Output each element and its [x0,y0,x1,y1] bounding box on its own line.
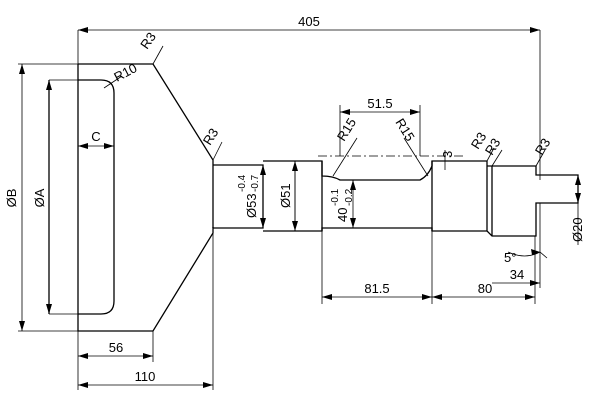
arrow-405-right [530,27,540,33]
label-dia-20: Ø20 [570,217,585,242]
flange-inner-pocket [78,79,115,315]
arrow-51-5-left [340,109,350,115]
arrow-dia-40-bottom [350,218,356,228]
arrow-angle [531,249,540,255]
label-radius-step-1: R3 [468,130,490,152]
arrow-81-5-left [322,294,332,300]
arrow-dia-a-bottom [46,304,52,314]
arrow-dia-53-top [260,165,266,175]
labels: 405 51.5 81.5 80 34 56 110 C 5° 3 ØB ØA … [4,14,585,384]
leader-flange-corner [152,45,164,65]
label-dia-b: ØB [4,189,19,208]
label-flange-to-neck: 110 [135,369,156,384]
label-dia-40: 40 [335,208,350,222]
leader-flange-inner [103,75,123,89]
label-dia-51: Ø51 [278,183,293,208]
leader-step-2 [491,149,503,167]
label-dia-40-lower: -0.2 [344,188,355,206]
label-dia-a: ØA [32,188,47,207]
label-radius-groove-left: R15 [334,115,359,143]
label-flange-width: 56 [109,340,123,355]
label-radius-end: R3 [532,136,554,158]
label-groove-to-step: 81.5 [364,281,389,296]
label-chamfer-c: C [91,129,100,144]
angle-leader-5deg [539,251,548,259]
arrow-56-left [78,353,88,359]
arrow-dia-51-top [292,161,298,171]
arrow-dia-a-top [46,80,52,90]
label-overall-length: 405 [298,14,320,29]
flange-outline [77,63,214,332]
part-outline [48,63,579,332]
label-end-length: 34 [510,267,524,282]
label-step-to-shoulder: 80 [478,281,492,296]
arrow-dia-20-top [575,175,581,185]
label-groove-span: 51.5 [367,96,392,111]
label-dia-53-lower: -0.7 [250,174,261,192]
arrow-dia-20-bottom [575,193,581,203]
arrow-81-5-right [422,294,432,300]
arrow-110-left [78,382,88,388]
label-radius-flange-corner: R3 [137,29,159,51]
label-groove-depth: 3 [440,151,455,158]
label-radius-groove-right: R15 [392,116,417,144]
dimension-lines [18,27,581,390]
arrow-c-left [78,143,88,149]
shaft-top-edge [263,160,487,181]
leader-step-1 [486,147,495,162]
shaft-bottom-edge [263,227,487,232]
arrow-dia-51-bottom [292,221,298,231]
arrow-80-right [525,294,535,300]
arrow-dia-b-top [19,64,25,74]
label-taper-angle: 5° [504,250,516,265]
arrow-dia-53-bottom [260,218,266,228]
label-radius-step-2: R3 [482,136,504,158]
radius-leaders [103,45,546,177]
label-dia-40-upper: -0.1 [330,188,341,206]
arrow-80-left [432,294,442,300]
arrow-405-left [78,27,88,33]
arrow-110-right [203,382,213,388]
arrow-56-right [143,353,153,359]
leader-neck [212,141,223,161]
arrow-51-5-right [410,109,420,115]
label-radius-neck: R3 [200,126,222,148]
arrow-dia-40-top [350,180,356,190]
right-step-outline [486,161,579,237]
leader-end [535,149,546,167]
label-dia-53-upper: -0.4 [237,174,248,192]
angle-arc-5deg [507,251,541,257]
leader-groove-left [332,137,358,177]
arrow-34-right [530,280,540,286]
arrow-c-right [104,143,114,149]
leader-groove-right [403,137,429,177]
label-dia-53: Ø53 [244,193,259,218]
arrow-dia-b-bottom [19,321,25,331]
